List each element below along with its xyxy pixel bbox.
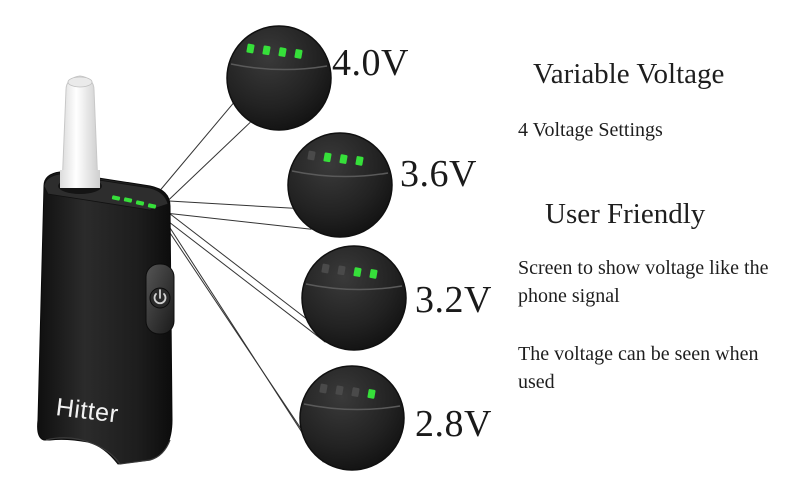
- device-led-bar: [123, 197, 133, 203]
- led-bar-lit: [278, 47, 287, 57]
- led-bar-lit: [294, 49, 303, 59]
- callout-line: [151, 199, 311, 322]
- device-led-bar: [111, 195, 121, 201]
- led-bar-unlit: [351, 387, 360, 397]
- led-bar-lit: [369, 269, 378, 279]
- callout-line: [155, 211, 326, 343]
- led-bar-lit: [353, 267, 362, 277]
- led-bar-lit: [367, 389, 376, 399]
- callout-line: [151, 199, 309, 442]
- voltage-label-3-6: 3.6V: [400, 153, 477, 195]
- voltage-label-4-0: 4.0V: [332, 42, 409, 84]
- voltage-zoom-views: [226, 25, 407, 471]
- feature-title-user-friendly: User Friendly: [545, 198, 706, 230]
- voltage-label-2-8: 2.8V: [415, 403, 492, 445]
- led-screen: [111, 195, 157, 209]
- device: [37, 75, 175, 465]
- led-bar-lit: [355, 156, 364, 166]
- led-bar-lit: [339, 154, 348, 164]
- led-bar-lit: [323, 152, 332, 163]
- callout-line: [155, 211, 312, 230]
- feature-desc-signal-screen: Screen to show voltage like the phone si…: [518, 257, 769, 307]
- feature-desc-voltage-settings: 4 Voltage Settings: [518, 119, 663, 141]
- led-bar-lit: [246, 43, 255, 54]
- device-led-bar: [147, 203, 157, 209]
- callout-lines: [151, 101, 326, 463]
- device-led-bar: [135, 200, 145, 206]
- callout-line: [155, 211, 324, 463]
- power-icon: [153, 289, 167, 305]
- voltage-zoom-circle: [287, 132, 393, 238]
- led-bar-lit: [262, 45, 271, 56]
- voltage-zoom-circle: [301, 245, 407, 351]
- voltage-zoom-circle: [299, 365, 405, 471]
- voltage-zoom-circle: [226, 25, 332, 131]
- callout-line: [151, 101, 236, 201]
- voltage-visibility-note: The voltage can be seen when used: [518, 343, 759, 393]
- callout-line: [155, 121, 251, 213]
- feature-title-variable-voltage: Variable Voltage: [533, 58, 725, 90]
- callout-line: [151, 199, 296, 209]
- led-bar-unlit: [321, 263, 330, 274]
- led-bar-unlit: [307, 150, 316, 161]
- voltage-label-3-2: 3.2V: [415, 279, 492, 321]
- led-bar-unlit: [319, 383, 328, 394]
- led-bar-unlit: [335, 385, 344, 396]
- led-bar-unlit: [337, 265, 346, 276]
